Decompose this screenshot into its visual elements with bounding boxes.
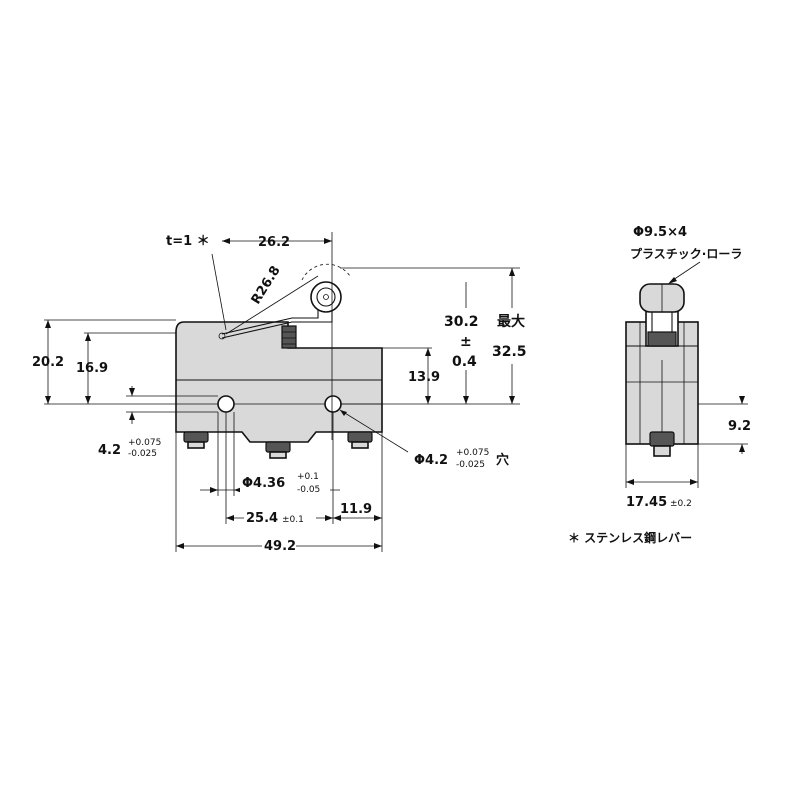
front-view bbox=[175, 263, 383, 459]
pitch-small-tol-minus: -0.05 bbox=[297, 485, 320, 495]
hole-dia-right-tol-minus: -0.025 bbox=[456, 460, 485, 470]
footnote: ＊ ステンレス鋼レバー bbox=[568, 530, 692, 545]
hole-dia-left-tol-plus: +0.075 bbox=[128, 438, 161, 448]
hole-dia-left-tol-minus: -0.025 bbox=[128, 449, 157, 459]
terminal-left bbox=[183, 431, 209, 443]
mounting-hole-left bbox=[217, 395, 235, 413]
max-value: 32.5 bbox=[492, 344, 527, 360]
op-position-pm: ± bbox=[460, 334, 472, 350]
pitch-value: 25.4 bbox=[246, 511, 278, 526]
plunger bbox=[281, 325, 297, 349]
lever-thickness-label: t=1 ＊ bbox=[166, 234, 210, 249]
terminal-center bbox=[265, 441, 291, 453]
terminal-right bbox=[347, 431, 373, 443]
op-position-tol: 0.4 bbox=[452, 354, 477, 370]
side-terminal bbox=[649, 431, 675, 447]
lever-offset-value: 26.2 bbox=[258, 235, 290, 250]
switch-body bbox=[175, 321, 383, 443]
right-offset-value: 11.9 bbox=[340, 502, 372, 517]
roller bbox=[310, 281, 342, 313]
thickness-tol: ±0.2 bbox=[670, 499, 692, 509]
op-position-value: 30.2 bbox=[444, 314, 479, 330]
hole-dia-right-tol-plus: +0.075 bbox=[456, 448, 489, 458]
mounting-hole-right bbox=[324, 395, 342, 413]
width-value: 49.2 bbox=[264, 539, 296, 554]
roller-material-label: プラスチック·ローラ bbox=[630, 246, 742, 261]
thickness-value: 17.45 bbox=[626, 495, 667, 510]
side-view: Φ9.5×4 プラスチック·ローラ 9.2 17.45 ±0.2 bbox=[625, 225, 751, 510]
hole-height-value: 13.9 bbox=[408, 370, 440, 385]
height-body-value: 16.9 bbox=[76, 361, 108, 376]
hole-suffix: 穴 bbox=[496, 452, 509, 468]
height-total-value: 20.2 bbox=[32, 355, 64, 370]
pitch-small-tol-plus: +0.1 bbox=[297, 472, 319, 482]
hole-dia-left-value: 4.2 bbox=[98, 443, 121, 458]
front-dimensions: t=1 ＊ 26.2 R26.8 20.2 16.9 13.9 bbox=[32, 232, 528, 554]
hole-dia-right-value: Φ4.2 bbox=[414, 453, 448, 468]
terminal-height-value: 9.2 bbox=[728, 419, 751, 434]
pitch-tol: ±0.1 bbox=[282, 515, 304, 525]
roller-spec-value: Φ9.5×4 bbox=[633, 225, 687, 240]
pitch-small-value: Φ4.36 bbox=[242, 476, 285, 491]
max-label: 最大 bbox=[497, 313, 525, 330]
